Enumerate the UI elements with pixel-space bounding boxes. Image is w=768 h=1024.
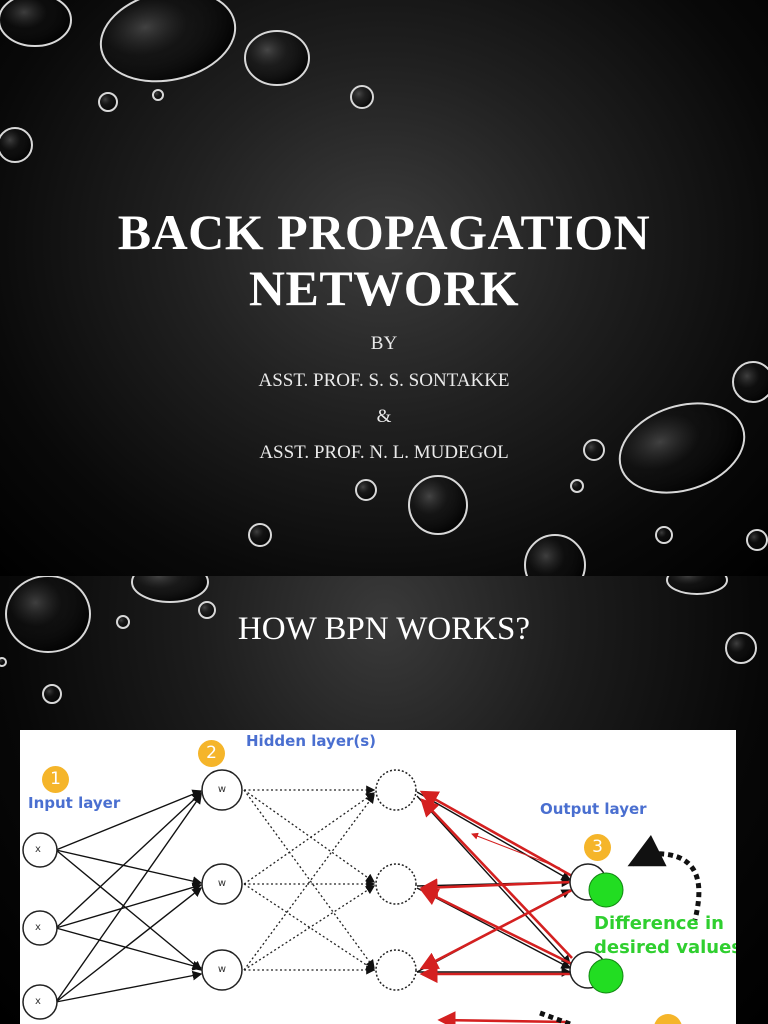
output-layer-label: Output layer [540,800,647,818]
hidden2-node-1 [375,769,417,811]
step-badge-2: 2 [198,740,225,767]
network-svg [22,769,702,1024]
hidden-node-1 [201,769,243,811]
input-node-2 [22,910,58,946]
hidden2-node-2 [375,863,417,905]
ampersand: & [376,406,392,427]
output-value-2 [588,958,624,994]
backpropagation-arrows [419,790,573,1024]
difference-label-line1: Difference in [594,913,724,934]
output-value-1 [588,872,624,908]
input-node-3 [22,984,58,1020]
slide-title-line2: NETWORK [248,260,520,316]
badge-4-partial [654,1014,682,1024]
step-badge-1: 1 [42,766,69,793]
backprop-network-diagram: x x x w w w Input layer Hidden layer(s) … [20,730,736,1024]
weight-node-label: w [217,878,227,889]
hidden-to-hidden-connections [243,785,376,975]
water-drops-decoration [0,0,768,576]
input-node-label: x [35,844,41,855]
step-badge-3: 3 [584,834,611,861]
difference-dashed-arrow [649,851,702,921]
hidden-node-2 [201,863,243,905]
content-slide: HOW BPN WORKS? [0,576,768,1024]
thin-red-arrow [471,832,561,869]
slide-title: HOW BPN WORKS? [237,611,531,647]
input-node-label: x [35,996,41,1007]
input-layer-label: Input layer [28,794,121,812]
author-1: ASST. PROF. S. S. SONTAKKE [258,370,510,391]
by-text: BY [370,333,398,354]
hidden-layer-label: Hidden layer(s) [246,732,377,750]
water-drops-decoration [0,576,757,704]
weight-node-label: w [217,964,227,975]
network-nodes [22,769,607,1020]
slide-title-line1: BACK PROPAGATION [117,204,651,260]
title-slide: BACK PROPAGATION NETWORK BY ASST. PROF. … [0,0,768,576]
author-2: ASST. PROF. N. L. MUDEGOL [259,442,509,463]
hidden2-node-3 [375,949,417,991]
hidden-node-3 [201,949,243,991]
input-to-hidden-connections [55,789,203,1003]
weight-node-label: w [217,784,227,795]
input-node-label: x [35,922,41,933]
difference-label-line2: desired values [594,937,736,958]
input-node-1 [22,832,58,868]
